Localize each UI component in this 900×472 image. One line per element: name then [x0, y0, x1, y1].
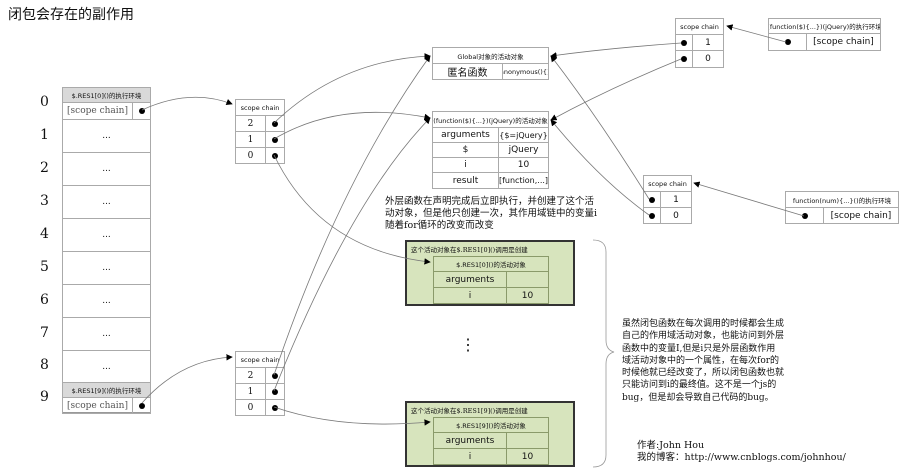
- outer-note: 外层函数在声明完成后立即执行，并创建了这个活 动对象，但是他只创建一次，其作用域…: [385, 196, 625, 232]
- pointer-dot-icon: [681, 56, 687, 62]
- global-activation-object: Global对象的活动对象 匿名函数 anonymous(){}: [432, 47, 549, 80]
- index-label: 8: [40, 357, 49, 373]
- outer-execution-context: (function($){...})(jQuery)的执行环境 [scope c…: [768, 18, 881, 51]
- closure-caption: 这个活动对象在$.RES1[9]()调用是创建: [411, 407, 528, 415]
- note-line: 外层函数在声明完成后立即执行，并创建了这个活: [385, 196, 595, 207]
- diagram-title: 闭包会存在的副作用: [8, 7, 134, 23]
- index-label: 3: [40, 193, 49, 209]
- outer-scope-chain-box: scope chain 1 0: [675, 18, 724, 68]
- global-ao-value: anonymous(){}: [502, 63, 549, 80]
- explanation-text: 虽然闭包函数在每次调用的时候都会生成 自己的作用域活动对象，也能访问到外层 函数…: [622, 318, 797, 404]
- index-label: 7: [40, 325, 49, 341]
- arrow: [726, 24, 787, 43]
- closure-caption: 这个活动对象在$.RES1[0]()调用是创建: [411, 246, 528, 254]
- pointer-dot-icon: [649, 212, 655, 219]
- arrow: [550, 42, 682, 59]
- explanation-line: 时候他就已经改变了，所以闭包函数也就: [622, 368, 785, 379]
- explanation-line: bug，但是却会导致自己代码的bug。: [622, 392, 774, 403]
- author-line: 作者:John Hou: [637, 440, 705, 451]
- index-label: 9: [40, 389, 49, 405]
- arrow: [273, 406, 431, 426]
- pointer-dot-icon: [272, 372, 278, 379]
- arrow: [550, 119, 650, 216]
- pointer-dot-icon: [681, 39, 687, 46]
- pointer-dot-icon: [138, 402, 145, 409]
- closure-ao-container-0: 这个活动对象在$.RES1[0]()调用是创建 $.RES1[0]()的活动对象…: [405, 240, 575, 306]
- note-line: 随着for循环的改变而改变: [385, 220, 494, 231]
- author-info: 作者:John Hou 我的博客：http://www.cnblogs.com/…: [637, 440, 846, 464]
- scope-pointer: [265, 147, 285, 164]
- explanation-line: 域活动对象中的一个属性，在每次for的: [622, 355, 780, 366]
- index-label: 6: [40, 292, 49, 308]
- num-env-scope-chain: [scope chain]: [823, 207, 899, 224]
- arrow: [550, 55, 650, 200]
- scope-index: 0: [660, 207, 692, 224]
- num-execution-context: function(num){...}()的执行环境 [scope chain]: [785, 191, 899, 224]
- scope-index: 0: [692, 50, 724, 68]
- index-label: 1: [40, 127, 49, 143]
- arrow: [693, 181, 805, 217]
- index-label: 2: [40, 160, 49, 176]
- closure-ao-table: $.RES1[0]()的活动对象 arguments i 10: [433, 256, 549, 304]
- arrow: [273, 117, 431, 392]
- note-line: 动对象，但是他只创建一次，其作用域链中的变量i: [385, 208, 598, 219]
- arrow: [273, 53, 431, 124]
- outer-env-scope-chain: [scope chain]: [806, 33, 881, 51]
- num-scope-chain-box: scope chain 1 0: [643, 175, 692, 224]
- arrow: [141, 354, 233, 404]
- pointer-dot-icon: [272, 388, 278, 395]
- env9-pointer: [132, 397, 151, 414]
- right-brace: [592, 239, 615, 468]
- explanation-line: 自己的作用域活动对象，也能访问到外层: [622, 331, 785, 342]
- explanation-line: 函数中的变量I,但是i只是外层函数作用: [622, 343, 776, 354]
- arrow: [273, 154, 431, 265]
- closure-ao-container-9: 这个活动对象在$.RES1[9]()调用是创建 $.RES1[9]()的活动对象…: [405, 401, 575, 467]
- explanation-line: 虽然闭包函数在每次调用的时候都会生成: [622, 319, 785, 329]
- blog-link[interactable]: 我的博客：http://www.cnblogs.com/johnhou/: [637, 452, 846, 463]
- closure-ao-value: 10: [506, 448, 549, 465]
- vertical-ellipsis: ⋮: [460, 335, 476, 354]
- closure-ao-table: $.RES1[9]()的活动对象 arguments i 10: [433, 417, 549, 465]
- arrow: [550, 58, 682, 121]
- arrow: [273, 111, 431, 140]
- pointer-dot-icon: [649, 196, 655, 203]
- scope-chain-box-0: scope chain 2 1 0: [235, 99, 285, 164]
- pointer-dot-icon: [272, 136, 278, 143]
- index-label: 5: [40, 259, 49, 275]
- pointer-dot-icon: [272, 152, 278, 159]
- pointer-dot-icon: [784, 39, 791, 45]
- res1-array: $.RES1[0]()的执行环境 [scope chain] ... ... .…: [62, 87, 151, 414]
- explanation-line: 只能访问到i的最终值。这不是一个js的: [622, 380, 777, 391]
- pointer-dot-icon: [272, 120, 278, 127]
- pointer-dot-icon: [138, 108, 145, 114]
- pointer-dot-icon: [801, 212, 808, 219]
- arrow: [273, 55, 431, 376]
- outer-activation-object: (function($){...})(jQuery)的活动对象 argument…: [432, 111, 549, 189]
- outer-ao-value: [function,...]: [498, 172, 549, 189]
- index-label: 4: [40, 226, 49, 242]
- closure-ao-value: 10: [506, 287, 549, 304]
- arrow: [141, 96, 233, 111]
- index-label: 0: [40, 94, 49, 110]
